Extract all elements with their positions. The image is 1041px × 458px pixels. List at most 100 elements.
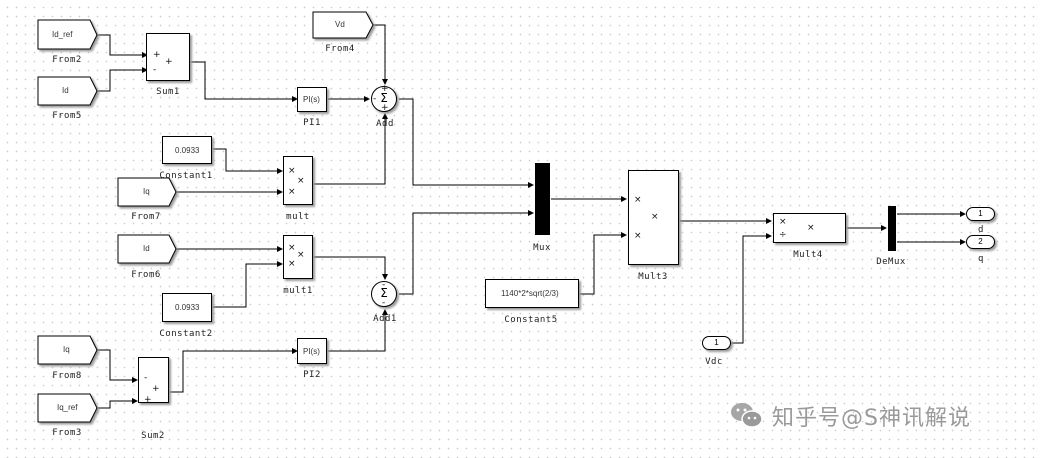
mult1-center: ×	[297, 250, 305, 260]
line-sum1-pi1	[189, 61, 298, 102]
pi2-block[interactable]: PI(s)	[297, 338, 327, 364]
line-from5-sum1	[97, 67, 148, 92]
mult4-block[interactable]: × ÷ ×	[773, 213, 846, 243]
line-mult1-add1	[313, 256, 388, 280]
line-const2-mult1	[212, 261, 283, 308]
mult3-label: Mult3	[638, 272, 668, 282]
constant5-block[interactable]: 1140*2*sqrt(2/3)	[485, 279, 579, 308]
outport-q-label: q	[978, 254, 984, 264]
add1-sign-top: -	[382, 280, 386, 290]
sum1-sign-1: +	[153, 50, 161, 60]
constant1-block[interactable]: 0.0933	[162, 136, 212, 164]
from5-label: From5	[52, 111, 82, 121]
from6-block	[117, 234, 177, 264]
sum1-label: Sum1	[156, 87, 180, 97]
sum2-label: Sum2	[141, 431, 165, 441]
constant2-value: 0.0933	[175, 303, 200, 312]
mult4-op-1: ×	[779, 217, 787, 227]
from8-label: From8	[52, 371, 82, 381]
sigma-icon: Σ	[380, 91, 388, 105]
inport-vdc[interactable]: 1	[702, 336, 731, 350]
from2-tag: Id_ref	[52, 30, 73, 39]
from8-block	[37, 335, 98, 365]
from3-tag: Iq_ref	[57, 403, 78, 412]
line-from3-sum2	[97, 398, 138, 409]
mult3-op-2: ×	[634, 231, 642, 241]
pi1-text: PI(s)	[303, 95, 320, 104]
add-sign-top: +	[381, 84, 389, 94]
outport-d-label: d	[978, 225, 984, 235]
mult3-block[interactable]: × × ×	[628, 170, 679, 265]
from4-label: From4	[325, 44, 355, 54]
inport-vdc-label: Vdc	[705, 357, 723, 367]
sum2-block[interactable]: - + +	[138, 357, 169, 405]
from5-tag: Id	[62, 86, 69, 95]
line-from8-sum2	[97, 349, 138, 383]
from3-label: From3	[52, 428, 82, 438]
outport-d[interactable]: 1	[966, 207, 995, 221]
line-add1-mux	[399, 210, 534, 295]
sum1-sign-2: -	[153, 65, 157, 75]
mult1-block[interactable]: × × ×	[283, 235, 313, 279]
from6-label: From6	[131, 270, 161, 280]
constant5-value: 1140*2*sqrt(2/3)	[501, 289, 559, 298]
pi2-text: PI(s)	[303, 347, 320, 356]
mult3-op-1: ×	[634, 195, 642, 205]
demux-label: DeMux	[876, 257, 906, 267]
sum2-center: +	[152, 384, 160, 394]
add1-block[interactable]: - - Σ	[371, 280, 397, 308]
add-sign-bottom: +	[381, 103, 389, 113]
watermark-text: 知乎号@S神讯解说	[772, 406, 971, 431]
constant2-label: Constant2	[159, 329, 213, 339]
from7-tag: Iq	[143, 187, 150, 196]
mult1-label: mult1	[283, 286, 313, 296]
line-vdc-mult4	[731, 233, 772, 344]
line-from2-sum1	[97, 34, 148, 58]
add-sign-left: -	[373, 94, 377, 104]
sum1-center: +	[165, 57, 173, 67]
from4-tag: Vd	[335, 20, 345, 29]
from8-tag: Iq	[63, 345, 70, 354]
line-from4-add	[373, 24, 388, 85]
outport-q[interactable]: 2	[966, 235, 995, 249]
constant2-block[interactable]: 0.0933	[162, 293, 212, 322]
mult-label: mult	[286, 212, 310, 222]
sum2-sign-1: -	[144, 373, 148, 383]
add1-sign-bottom: -	[382, 298, 386, 308]
constant5-label: Constant5	[504, 315, 558, 325]
from6-tag: Id	[143, 244, 150, 253]
demux-block[interactable]	[888, 206, 896, 251]
from4-block	[312, 11, 374, 39]
mult-block[interactable]: × × ×	[283, 156, 313, 205]
from7-block	[117, 177, 177, 207]
mult-center: ×	[297, 176, 305, 186]
add-block[interactable]: + - + Σ	[371, 84, 397, 113]
line-const5-mult3	[579, 232, 627, 295]
sum1-block[interactable]: + - +	[146, 33, 190, 81]
pi1-label: PI1	[303, 118, 321, 128]
mux-label: Mux	[533, 243, 551, 253]
from2-block	[37, 19, 98, 50]
pi1-block[interactable]: PI(s)	[297, 87, 327, 112]
from2-label: From2	[52, 55, 82, 65]
from3-block	[37, 393, 98, 423]
sum2-sign-2: +	[144, 395, 152, 405]
line-pi2-add1	[327, 309, 388, 352]
mult3-center: ×	[651, 212, 659, 222]
sigma-icon: Σ	[380, 286, 388, 300]
mult-op-2: ×	[288, 187, 296, 197]
pi2-label: PI2	[303, 370, 321, 380]
add-label: Add	[376, 119, 394, 129]
line-sum2-pi2	[168, 348, 298, 393]
constant1-label: Constant1	[159, 171, 213, 181]
mult4-op-2: ÷	[779, 230, 787, 240]
line-mult-add	[313, 113, 388, 185]
from5-block	[37, 76, 98, 106]
add1-label: Add1	[373, 314, 397, 324]
mult4-center: ×	[807, 223, 815, 233]
line-const1-mult	[212, 148, 283, 174]
mult1-op-2: ×	[288, 259, 296, 269]
mux-block[interactable]	[535, 163, 550, 235]
